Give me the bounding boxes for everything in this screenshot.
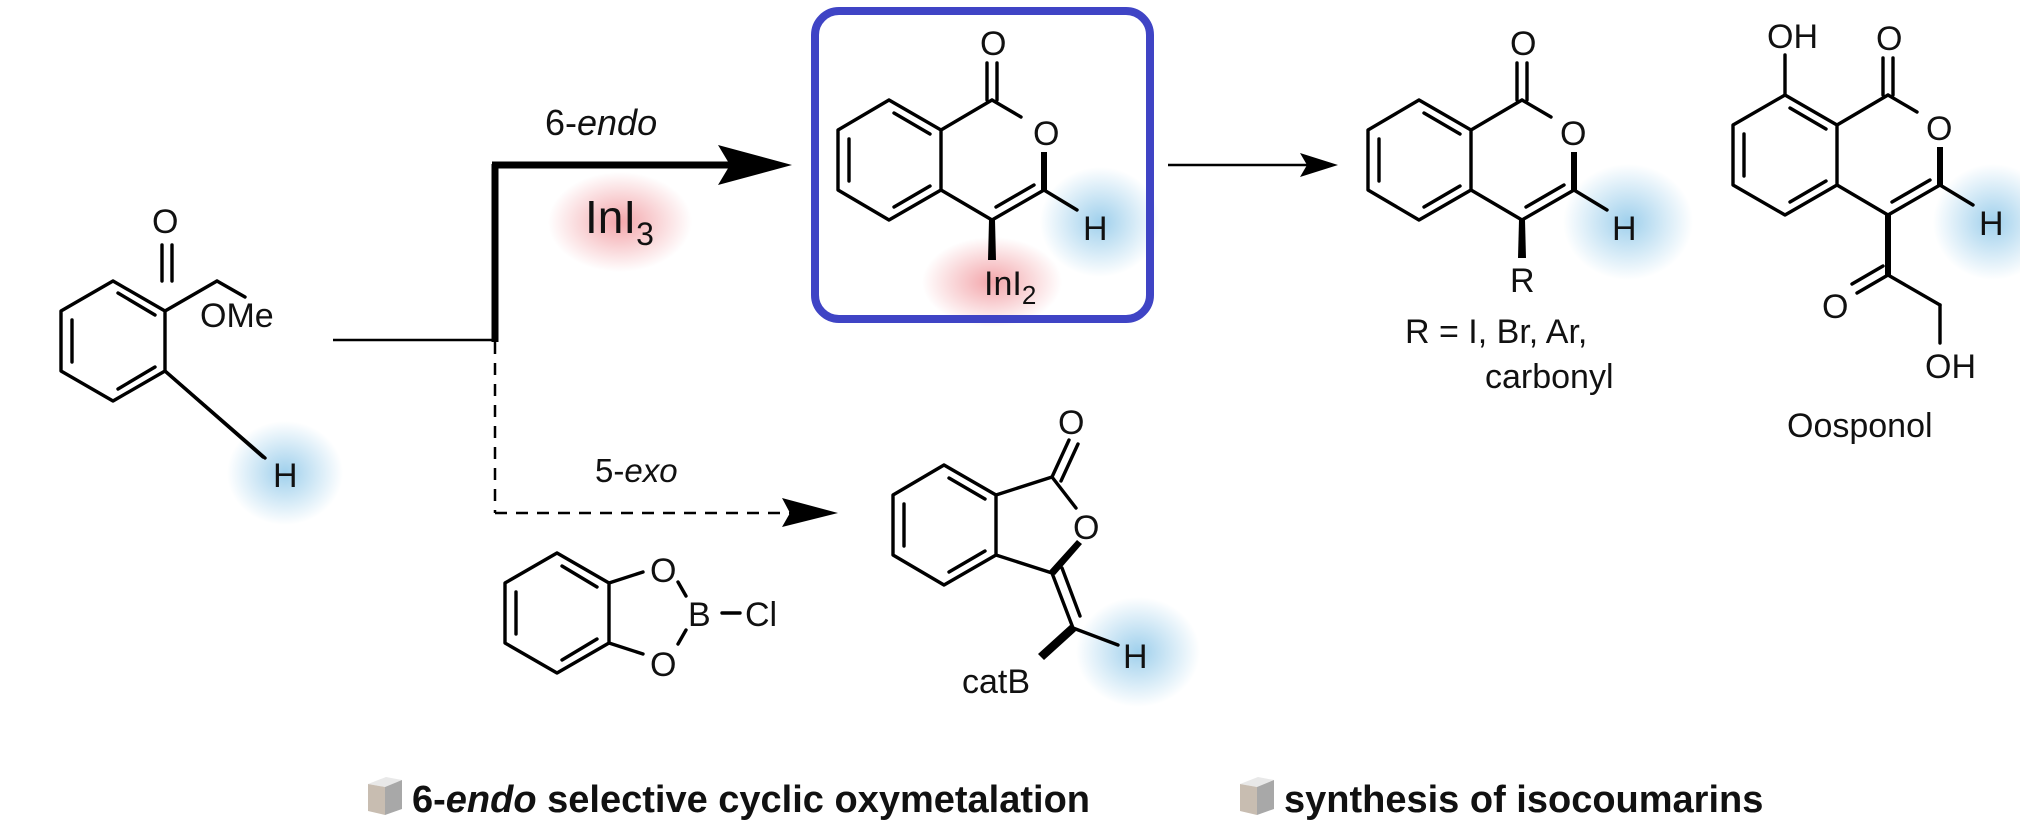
- exo-arrowhead: [782, 498, 838, 527]
- start-terminal-h: H: [273, 457, 298, 495]
- exo-h: H: [1123, 638, 1148, 676]
- oosponol-ring-o: O: [1926, 110, 1952, 148]
- intermediate-h: H: [1083, 210, 1108, 248]
- intermediate-ini2: InI2: [984, 265, 1036, 310]
- ini3-highlight: [548, 172, 692, 272]
- catbcl-o2: O: [650, 646, 676, 684]
- oosponol-h-highlight: [1933, 164, 2020, 280]
- product-ring-o: O: [1560, 115, 1586, 153]
- starting-material-bonds: [0, 220, 280, 510]
- exo-h-highlight: [1076, 597, 1200, 707]
- start-ome: OMe: [200, 297, 274, 335]
- oosponol-oh-bottom: OH: [1925, 348, 1976, 386]
- product-h: H: [1612, 210, 1637, 248]
- oosponol-name: Oosponol: [1787, 407, 1933, 445]
- footer-item-2: synthesis of isocoumarins: [1284, 779, 1763, 821]
- terminal-h-highlight: [227, 421, 343, 525]
- exo-carbonyl-o: O: [1058, 404, 1084, 442]
- intermediate-ring-o: O: [1033, 115, 1059, 153]
- catbcl-cl: Cl: [745, 596, 777, 634]
- isocoumarin-product: [1366, 61, 1609, 258]
- catbcl-reagent: [503, 551, 742, 675]
- product-arrow-head: [1300, 153, 1338, 177]
- start-carbonyl-o: O: [152, 203, 178, 241]
- exo-catb: catB: [962, 663, 1030, 701]
- oosponol-structure: [1731, 53, 1975, 345]
- endo-arrowhead: [718, 145, 792, 185]
- oosponol-carbonyl-o: O: [1876, 20, 1902, 58]
- footer-item-1: 6-endo selective cyclic oxymetalation: [412, 779, 1090, 821]
- intermediate-structure: [836, 61, 1079, 260]
- intermediate-box: [811, 7, 1154, 323]
- oosponol-h: H: [1979, 205, 2004, 243]
- product-r: R: [1510, 262, 1535, 300]
- exo-label: 5-exo: [595, 452, 678, 489]
- intermediate-carbonyl-o: O: [980, 25, 1006, 63]
- starting-material: [59, 243, 267, 460]
- product-carbonyl-o: O: [1510, 25, 1536, 63]
- r-definition-line2: carbonyl: [1485, 358, 1614, 396]
- product-h-highlight: [1563, 164, 1693, 280]
- catbcl-b: B: [688, 596, 711, 634]
- footer-bullet-1-icon: [368, 777, 402, 815]
- ini3-reagent: InI3: [585, 191, 654, 252]
- oosponol-ketone-o: O: [1822, 288, 1848, 326]
- exo-product-structure: [891, 438, 1120, 660]
- r-definition-line1: R = I, Br, Ar,: [1405, 313, 1587, 351]
- footer-bullet-2-icon: [1240, 777, 1274, 815]
- exo-ring-o: O: [1073, 509, 1099, 547]
- intermediate-h-highlight: [1040, 167, 1160, 277]
- oosponol-oh-top: OH: [1767, 18, 1818, 56]
- endo-label: 6-endo: [545, 102, 657, 143]
- ini2-highlight: [922, 237, 1062, 327]
- catbcl-o1: O: [650, 552, 676, 590]
